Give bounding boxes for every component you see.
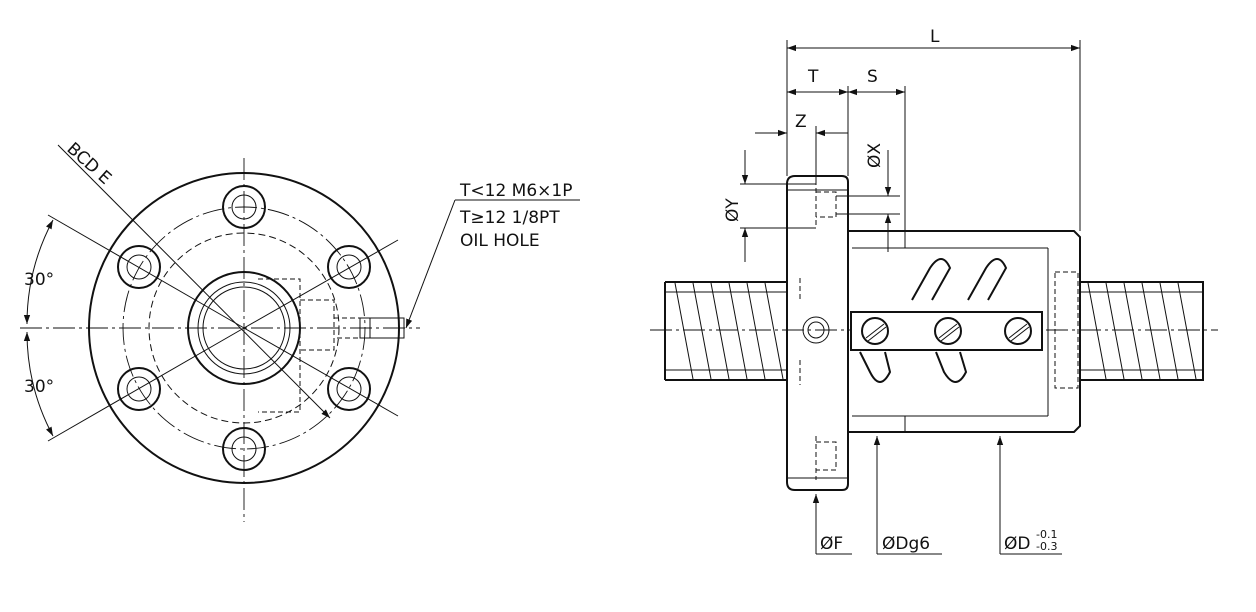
bore-ring (202, 286, 286, 370)
bolt-hole-top (222, 185, 266, 229)
nut-body-hidden-circle (148, 232, 340, 424)
dim-X-label: ØX (865, 143, 885, 168)
radial-line-upper-left (47, 214, 245, 329)
bolt-circle (122, 206, 366, 450)
radial-line-upper-right (243, 239, 399, 329)
dim-Dg6-label: ØDg6 (882, 534, 930, 554)
counterbore-bottom-hidden (815, 436, 837, 480)
bcd-label: BCD E (63, 139, 115, 189)
dim-D-label: ØD (1004, 534, 1030, 554)
oil-hole-spec-3: OIL HOLE (460, 231, 540, 251)
screw-shaft-right (1080, 281, 1204, 381)
oil-hole-side-inner (807, 321, 825, 339)
plate-screw-1 (861, 317, 889, 345)
bolt-hole-lower-right (327, 367, 371, 411)
return-tubes (859, 258, 1008, 383)
angle-arc-top (23, 219, 54, 325)
flange-outline (88, 172, 400, 484)
dim-F-label: ØF (820, 534, 843, 554)
front-view: 30° 30° BCD E T<12 M6×1P T≥12 1/8PT OIL … (20, 139, 580, 522)
oil-hole-side (802, 316, 830, 344)
flange-body (786, 175, 849, 491)
screw-shaft-left (664, 281, 787, 381)
plate-screw-3 (1004, 317, 1032, 345)
counterbore-top-hidden (815, 180, 837, 225)
radial-line-lower-left (47, 327, 245, 442)
dim-D-tol-upper: -0.1 (1036, 528, 1057, 541)
nut-body (848, 230, 1081, 433)
plate-screw-2 (934, 317, 962, 345)
nut-seal-hidden (1054, 271, 1079, 389)
angle-label-bottom: 30° (24, 377, 54, 397)
bore-inner (197, 281, 291, 375)
radial-line-lower-right (243, 327, 399, 417)
angle-label-top: 30° (24, 270, 54, 290)
side-view: L T S Z ØY ØX ØF ØDg6 ØD -0.1 (650, 27, 1218, 555)
dim-D-tol-lower: -0.3 (1036, 540, 1057, 553)
angle-arc-bottom (23, 331, 54, 437)
dim-T-label: T (807, 67, 819, 87)
oil-hole-spec-2: T≥12 1/8PT (459, 208, 560, 228)
dim-L-label: L (930, 27, 940, 47)
oil-hole-leader (405, 199, 456, 329)
bolt-hole-upper-right (327, 245, 371, 289)
bcd-leader (57, 144, 331, 419)
oil-hole-spec-1: T<12 M6×1P (459, 181, 572, 201)
bolt-hole-upper-left (117, 245, 161, 289)
oil-hole-thread (359, 317, 405, 339)
bolt-hole-lower-left (117, 367, 161, 411)
bolt-hole-bottom (222, 427, 266, 471)
dim-Z-label: Z (795, 112, 807, 132)
dim-Y-label: ØY (723, 198, 743, 222)
dim-S-label: S (867, 67, 878, 87)
